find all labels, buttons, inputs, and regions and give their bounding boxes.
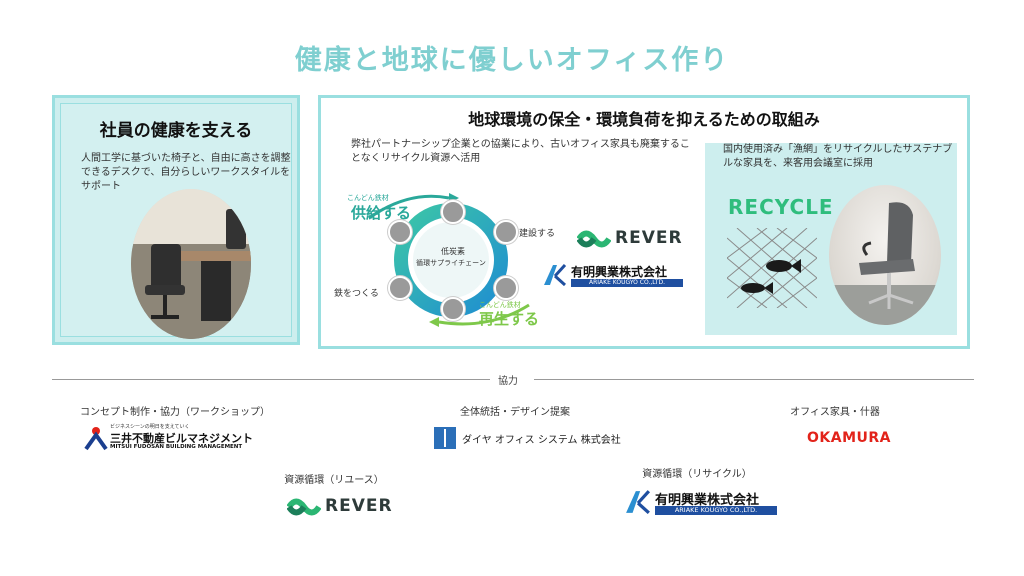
supply-chain-cycle-diagram: こんどん鉄材 供給する 建設する 鉄をつくる こんどん鉄材 再生する 低炭素 循…: [329, 190, 569, 340]
cycle-center-line1: 低炭素: [441, 247, 465, 256]
daiya-logo: ダイヤ オフィス システム 株式会社: [434, 427, 634, 449]
ariake-name-jp-footer: 有明興業株式会社: [655, 493, 760, 508]
ariake-logo: 有明興業株式会社 ARIAKE KOUGYO CO.,LTD.: [543, 264, 683, 290]
rever-logo: REVER: [577, 226, 687, 252]
credits-heading: 協力: [498, 376, 518, 387]
supply-small-label: こんどん鉄材: [347, 194, 389, 202]
environment-heading: 地球環境の保全・環境負荷を抑えるための取組み: [468, 110, 820, 129]
mitsui-name-jp: 三井不動産ビルマネジメント: [110, 432, 253, 445]
build-label: 建設する: [519, 229, 556, 239]
health-panel-inner: 社員の健康を支える 人間工学に基づいた椅子と、自由に高さを調整できるデスクで、自…: [60, 103, 292, 339]
ariake-name-en: ARIAKE KOUGYO CO.,LTD.: [571, 279, 683, 287]
recycled-chair-photo: [829, 185, 941, 325]
supply-label: 供給する: [351, 204, 412, 222]
chair-illustration: [829, 202, 941, 325]
environment-panel: 地球環境の保全・環境負荷を抑えるための取組み 弊社パートナーシップ企業との協業に…: [318, 95, 970, 349]
rever-mark-icon-footer: [287, 498, 321, 516]
cycle-center-line2: 循環サプライチェーン: [416, 259, 486, 267]
rever-mark-icon: [577, 230, 611, 248]
rever-wordmark-footer: REVER: [325, 496, 393, 516]
mitsui-logo: ビジネスシーンの明日を支えていく 三井不動産ビルマネジメント MITSUI FU…: [84, 424, 274, 453]
mitsui-tagline: ビジネスシーンの明日を支えていく: [110, 424, 190, 430]
cycle-node-left-bottom: [388, 276, 412, 300]
health-heading: 社員の健康を支える: [99, 121, 253, 141]
recycle-box: 国内使用済み「漁網」をリサイクルしたサステナブルな家具を、来客用会議室に採用 R…: [705, 143, 957, 335]
cycle-node-left-top: [388, 220, 412, 244]
regenerate-label: 再生する: [479, 310, 540, 328]
recycle-text: 国内使用済み「漁網」をリサイクルしたサステナブルな家具を、来客用会議室に採用: [723, 144, 953, 169]
credit-recycle-label: 資源循環（リサイクル）: [642, 469, 752, 480]
regenerate-small-label: こんどん鉄材: [479, 301, 521, 309]
credit-reuse-label: 資源循環（リユース）: [284, 475, 384, 486]
daiya-name: ダイヤ オフィス システム 株式会社: [462, 435, 621, 446]
rever-wordmark: REVER: [615, 228, 683, 248]
credit-design-label: 全体統括・デザイン提案: [460, 407, 570, 418]
credit-concept-label: コンセプト制作・協力（ワークショップ）: [80, 407, 270, 418]
ariake-mark-icon: [544, 264, 567, 286]
cycle-node-right-top: [494, 220, 518, 244]
ariake-logo-footer: 有明興業株式会社 ARIAKE KOUGYO CO.,LTD.: [625, 490, 785, 516]
ariake-name-en-footer: ARIAKE KOUGYO CO.,LTD.: [655, 506, 777, 515]
desk-chair-illustration: [131, 189, 251, 339]
health-panel: 社員の健康を支える 人間工学に基づいた椅子と、自由に高さを調整できるデスクで、自…: [52, 95, 300, 345]
mitsui-name-en: MITSUI FUDOSAN BUILDING MANAGEMENT: [110, 444, 243, 450]
credit-furniture-label: オフィス家具・什器: [790, 407, 880, 418]
iron-label: 鉄をつくる: [334, 289, 379, 299]
cycle-node-right-bottom: [494, 276, 518, 300]
cycle-node-top: [441, 200, 465, 224]
environment-text: 弊社パートナーシップ企業との協業により、古いオフィス家具も廃棄することなくリサイ…: [351, 139, 690, 164]
okamura-logo: OKAMURA: [807, 430, 891, 446]
office-desk-photo: [131, 189, 251, 339]
fishing-net-icon: [727, 228, 817, 308]
page-title: 健康と地球に優しいオフィス作り: [294, 45, 730, 76]
ariake-mark-icon-footer: [626, 490, 651, 514]
daiya-mark-icon: [434, 427, 456, 449]
mitsui-mark-icon: [84, 427, 108, 451]
credits-divider-right: [534, 379, 974, 380]
recycle-word: RECYCLE: [728, 195, 834, 219]
rever-logo-footer: REVER: [287, 496, 397, 520]
health-text: 人間工学に基づいた椅子と、自由に高さを調整できるデスクで、自分らしいワークスタイ…: [81, 153, 291, 192]
cycle-node-bottom: [441, 297, 465, 321]
credits-divider-left: [52, 379, 490, 380]
ariake-name-jp: 有明興業株式会社: [571, 265, 668, 279]
